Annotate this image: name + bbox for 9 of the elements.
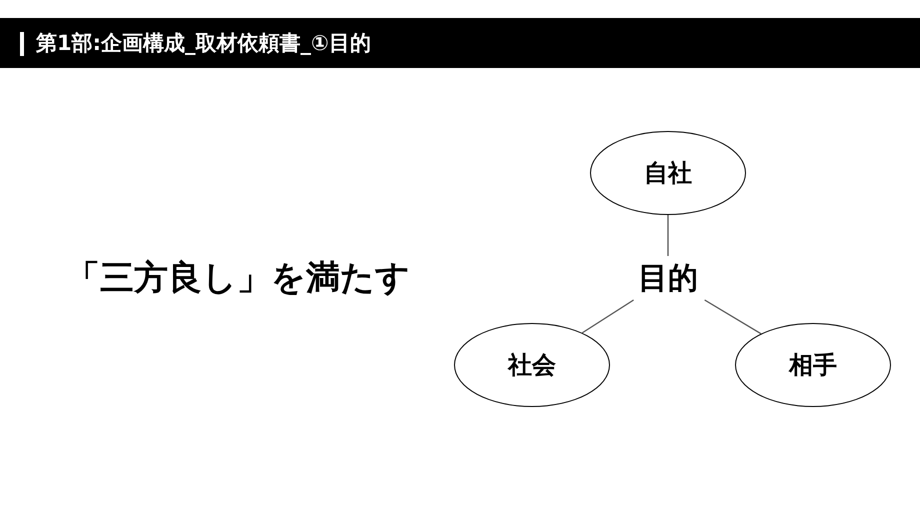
connector-line xyxy=(667,215,669,256)
node-label: 社会 xyxy=(508,350,556,381)
connector-line xyxy=(582,299,634,334)
node-label: 相手 xyxy=(789,350,837,381)
node-label: 自社 xyxy=(644,158,692,189)
center-label: 目的 xyxy=(638,260,698,298)
title: 第1部:企画構成_取材依頼書_①目的 xyxy=(36,30,371,57)
connector-line xyxy=(704,299,762,334)
slogan-text: 「三方良し」を満たす xyxy=(66,257,410,300)
